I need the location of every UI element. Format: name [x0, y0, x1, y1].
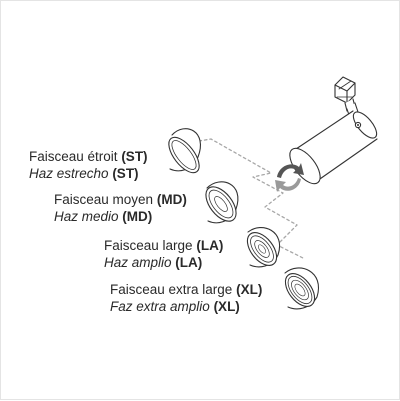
beam-code: (XL): [213, 299, 240, 314]
beam-name-es: Haz medio: [54, 209, 119, 224]
track-adapter-icon: [334, 76, 356, 112]
reflector-st-icon: [168, 128, 201, 174]
reflector-la-icon: [246, 227, 281, 268]
beam-label-la: Faisceau large (LA) Haz amplio (LA): [104, 237, 223, 271]
beam-code: (MD): [122, 209, 153, 224]
beam-name-es: Haz estrecho: [29, 166, 109, 181]
reflector-md-icon: [205, 181, 239, 224]
spotlight-icon: [289, 110, 378, 185]
beam-name-es: Faz extra amplio: [110, 299, 210, 314]
beam-name-fr: Faisceau extra large: [110, 282, 233, 297]
beam-name-es: Haz amplio: [104, 255, 172, 270]
beam-code: (ST): [112, 166, 139, 181]
beam-name-fr: Faisceau large: [104, 238, 193, 253]
reflector-xl-icon: [284, 267, 320, 310]
beam-code: (MD): [156, 192, 187, 207]
beam-name-fr: Faisceau étroit: [29, 149, 118, 164]
beam-label-md: Faisceau moyen (MD) Haz medio (MD): [54, 191, 187, 225]
beam-code: (ST): [121, 149, 148, 164]
beam-label-st: Faisceau étroit (ST) Haz estrecho (ST): [29, 148, 148, 182]
beam-code: (LA): [175, 255, 203, 270]
beam-code: (LA): [196, 238, 224, 253]
beam-label-xl: Faisceau extra large (XL) Faz extra ampl…: [110, 281, 262, 315]
beam-code: (XL): [236, 282, 263, 297]
assembly-guide-line: [198, 138, 306, 260]
beam-name-fr: Faisceau moyen: [54, 192, 154, 207]
rotate-arrows-icon: [275, 163, 304, 192]
